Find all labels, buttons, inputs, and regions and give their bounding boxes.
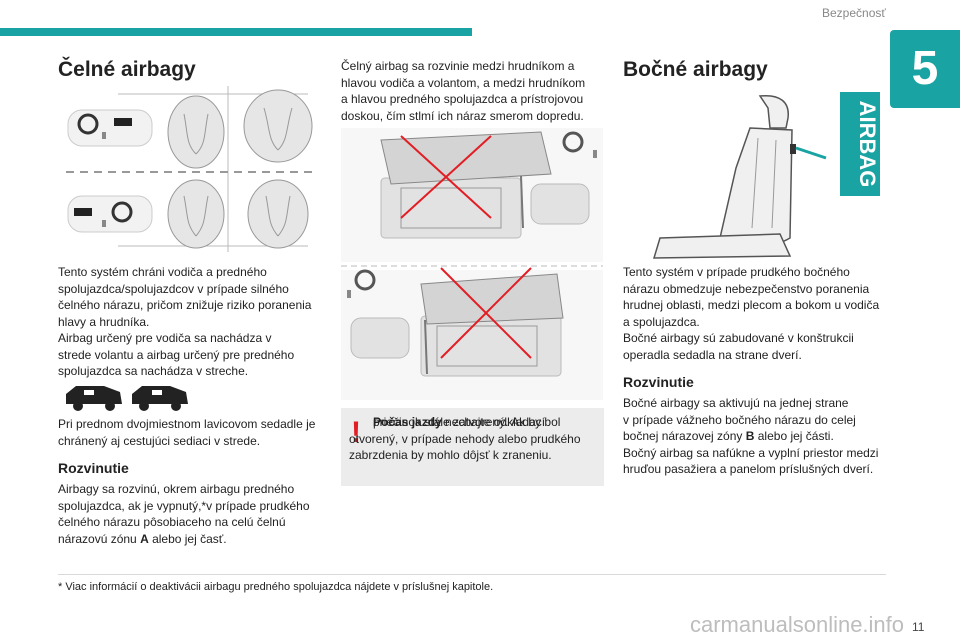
seat-icon [652,94,793,259]
footnote: * Viac informácií o deaktivácii airbagu … [58,581,494,593]
bench-seat-note: Pri prednom dvojmiestnom lavicovom sedad… [58,417,316,448]
side-airbag-description: Tento systém v prípade prudkého bočného … [623,265,880,362]
steering-wheel-icon [562,131,584,153]
chapter-tab: 5 [890,30,960,108]
warning-cross-icon [440,267,532,359]
warning-cross-icon [400,135,492,219]
steering-wheel-icon [354,269,376,291]
watermark: carmanualsonline.info [690,612,905,637]
frontal-airbag-description: Tento systém chráni vodiča a predného sp… [58,265,312,378]
van-icon [66,386,122,411]
section-name: Bezpečnosť [822,6,886,20]
frontal-airbag-deploy-description: Čelný airbag sa rozvinie medzi hrudníkom… [341,59,586,123]
side-deploy-heading: Rozvinutie [623,374,694,390]
glovebox-warning-diagram [341,128,603,400]
header-accent-bar [0,28,472,36]
van-icon [132,386,188,411]
frontal-airbags-title: Čelné airbagy [58,58,196,81]
side-airbag-seat-diagram: AIRBAG [652,92,880,259]
page-number: 11 [912,620,925,634]
frontal-airbag-diagram [66,86,314,252]
airbag-label: AIRBAG [855,101,880,188]
steering-wheel-icon [111,201,133,223]
warning-exclamation-icon: ! [351,416,361,449]
side-airbags-title: Bočné airbagy [623,58,768,81]
frontal-deploy-text: Airbagy sa rozvinú, okrem airbagu predné… [58,482,310,546]
steering-wheel-icon [77,113,99,135]
van-icons [66,386,188,411]
footnote-divider [58,574,886,575]
zone-b-label: B [745,429,755,443]
frontal-deploy-heading: Rozvinutie [58,460,129,476]
side-deploy-text: Bočné airbagy sa aktivujú na jednej stra… [623,396,879,476]
zone-a-label: A [140,531,149,546]
